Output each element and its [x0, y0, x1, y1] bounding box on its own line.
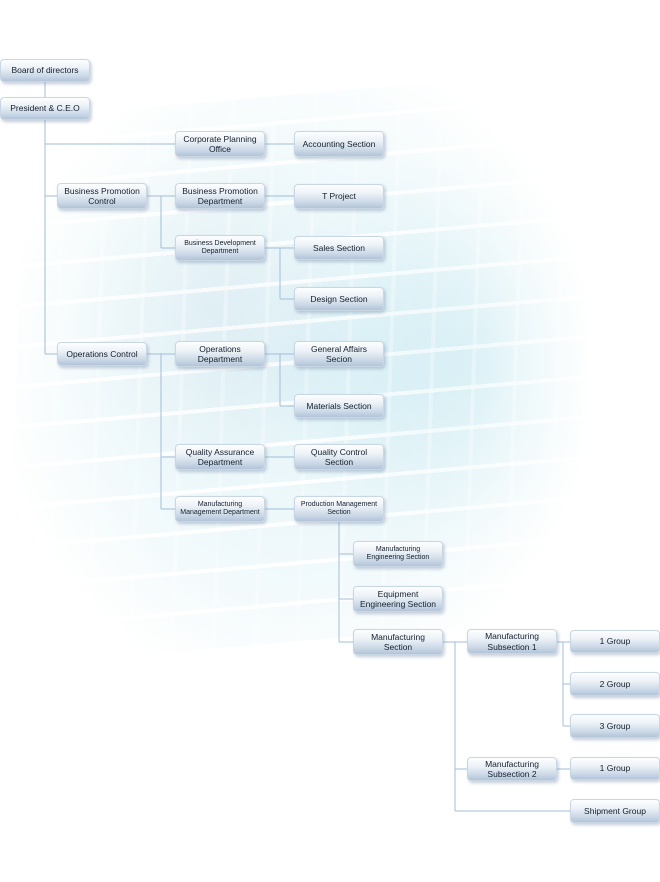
- org-node-sales-section: Sales Section: [294, 236, 384, 260]
- org-node-group-1: 1 Group: [570, 630, 660, 653]
- org-node-equipment-engineering-section: Equipment Engineering Section: [353, 586, 443, 612]
- org-node-group-2: 2 Group: [570, 672, 660, 696]
- org-node-manufacturing-management-department: Manufacturing Management Department: [175, 496, 265, 522]
- org-node-operations-control: Operations Control: [57, 342, 147, 366]
- org-node-business-development-department: Business Development Department: [175, 235, 265, 261]
- org-node-quality-control-section: Quality Control Section: [294, 444, 384, 470]
- org-node-general-affairs-section: General Affairs Secion: [294, 341, 384, 367]
- org-node-production-management-section: Production Management Section: [294, 496, 384, 522]
- org-node-business-promotion-control: Business Promotion Control: [57, 183, 147, 209]
- org-node-shipment-group: Shipment Group: [570, 799, 660, 823]
- org-node-materials-section: Materials Section: [294, 394, 384, 418]
- org-node-manufacturing-engineering-section: Manufacturing Engineering Section: [353, 541, 443, 567]
- org-node-group-3: 3 Group: [570, 714, 660, 738]
- org-node-manufacturing-section: Manufacturing Section: [353, 629, 443, 655]
- org-node-quality-assurance-department: Quality Assurance Department: [175, 444, 265, 470]
- org-node-board-of-directors: Board of directors: [0, 59, 90, 82]
- org-node-t-project: T Project: [294, 184, 384, 209]
- org-node-design-section: Design Section: [294, 287, 384, 311]
- org-node-manufacturing-subsection-2: Manufacturing Subsection 2: [467, 757, 557, 781]
- org-node-business-promotion-department: Business Promotion Department: [175, 183, 265, 209]
- org-node-manufacturing-subsection-1: Manufacturing Subsection 1: [467, 629, 557, 654]
- org-node-president-ceo: President & C.E.O: [0, 97, 90, 120]
- org-node-operations-department: Operations Department: [175, 341, 265, 367]
- org-node-corporate-planning-office: Corporate Planning Office: [175, 131, 265, 157]
- org-node-accounting-section: Accounting Section: [294, 131, 384, 157]
- org-node-group-1-subsection-2: 1 Group: [570, 757, 660, 780]
